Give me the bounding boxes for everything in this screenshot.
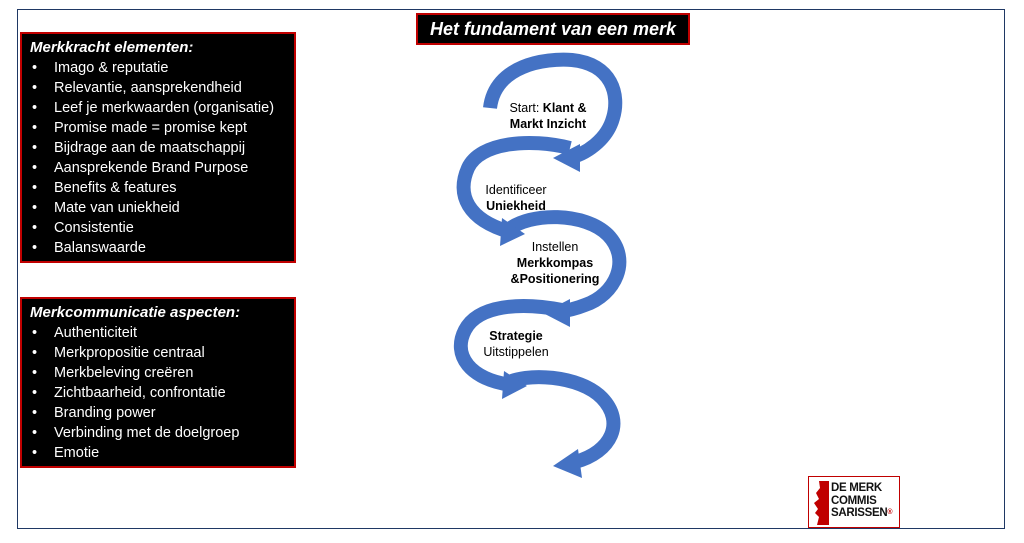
merkkracht-panel: Merkkracht elementen: Imago & reputatie … <box>20 32 296 263</box>
list-item: Zichtbaarheid, confrontatie <box>30 383 286 403</box>
flow-arrowhead-4 <box>502 371 527 399</box>
flow-arrowhead-2 <box>500 218 525 246</box>
slide-frame <box>17 9 1005 529</box>
list-item: Imago & reputatie <box>30 58 286 78</box>
merkcommunicatie-heading: Merkcommunicatie aspecten: <box>30 304 241 321</box>
merkcommunicatie-list: Authenticiteit Merkpropositie centraal M… <box>30 323 286 463</box>
merkkracht-list: Imago & reputatie Relevantie, aanspreken… <box>30 58 286 258</box>
list-item: Consistentie <box>30 218 286 238</box>
flow-step-1: Start: Klant & Markt Inzicht <box>509 101 587 131</box>
list-item: Verbinding met de doelgroep <box>30 423 286 443</box>
list-item: Mate van uniekheid <box>30 198 286 218</box>
list-item: Benefits & features <box>30 178 286 198</box>
list-item: Relevantie, aansprekendheid <box>30 78 286 98</box>
flow-step-2: Identificeer Uniekheid <box>485 183 547 213</box>
flow-arc-5 <box>501 370 621 469</box>
flow-arc-3 <box>503 210 627 319</box>
list-item: Promise made = promise kept <box>30 118 286 138</box>
flow-arc-1 <box>483 52 623 165</box>
flow-arc-4 <box>453 299 564 392</box>
logo-line-2: COMMIS <box>831 494 877 507</box>
logo-line-1: DE MERK <box>831 482 882 494</box>
list-item: Branding power <box>30 403 286 423</box>
merkcommunicatie-panel: Merkcommunicatie aspecten: Authenticitei… <box>20 297 296 468</box>
merkkracht-heading: Merkkracht elementen: <box>30 39 194 56</box>
company-logo: DE MERK COMMIS SARISSEN® <box>808 476 900 528</box>
list-item: Merkpropositie centraal <box>30 343 286 363</box>
flow-arrowhead-5 <box>553 449 582 478</box>
flow-arrowhead-3 <box>543 299 570 327</box>
list-item: Balanswaarde <box>30 238 286 258</box>
flow-step-4: Strategie Uitstippelen <box>483 329 549 359</box>
list-item: Merkbeleving creëren <box>30 363 286 383</box>
list-item: Authenticiteit <box>30 323 286 343</box>
list-item: Leef je merkwaarden (organisatie) <box>30 98 286 118</box>
flow-step-3: Instellen Merkkompas &Positionering <box>510 240 600 286</box>
list-item: Aansprekende Brand Purpose <box>30 158 286 178</box>
flow-arc-2 <box>456 136 572 239</box>
list-item: Emotie <box>30 443 286 463</box>
logo-line-3: SARISSEN® <box>831 507 893 519</box>
logo-profile-icon <box>814 481 829 525</box>
list-item: Bijdrage aan de maatschappij <box>30 138 286 158</box>
flow-arrowhead-1 <box>553 144 580 172</box>
slide-title: Het fundament van een merk <box>416 13 690 45</box>
